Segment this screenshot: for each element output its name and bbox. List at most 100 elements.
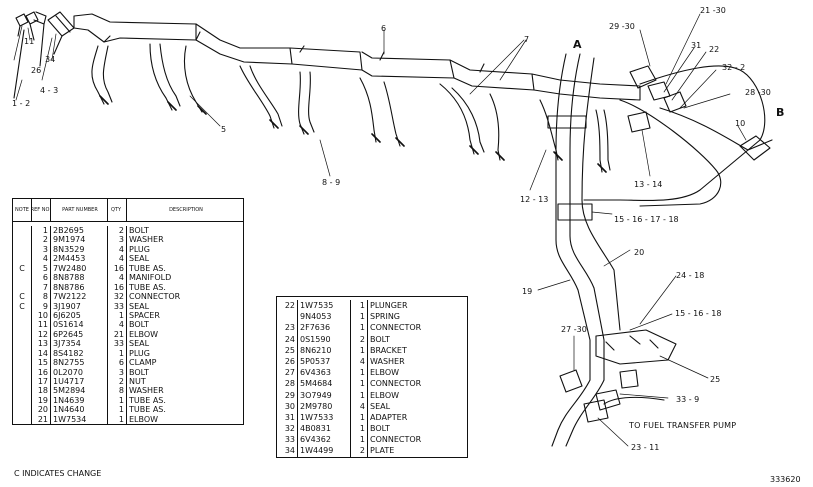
cell-qty: 16: [108, 282, 127, 293]
pump-fittings: [551, 369, 665, 447]
cell-description: SEAL: [129, 254, 150, 264]
cell-description: BRACKET: [370, 345, 407, 355]
header-ref-no: REF NO: [32, 199, 51, 221]
cell-part-number: 3J1907: [51, 301, 108, 311]
cell-part-number: 6P2645: [51, 329, 108, 340]
cell-note: C: [13, 263, 32, 274]
cell-description: WASHER: [129, 235, 164, 245]
cell-part-number: 1U4717: [51, 377, 108, 387]
cell-part-number: 8N3529: [51, 244, 108, 255]
cell-part-number: 1N4639: [51, 395, 108, 406]
cell-ref-no: 27: [277, 367, 298, 379]
cell-note: [13, 405, 32, 415]
cell-qty: 1: [108, 405, 127, 415]
cell-ref-no: 31: [277, 411, 298, 424]
cell-qty: 32: [108, 292, 127, 302]
header-part-number: PART NUMBER: [51, 199, 108, 221]
cell-qty: 1: [351, 344, 368, 356]
cell-ref-no: 22: [277, 300, 298, 312]
cell-part-number: 4B0831: [298, 423, 351, 435]
cell-qty: 33: [108, 301, 127, 311]
cell-part-number: 8N2755: [51, 358, 108, 368]
cell-note: [13, 226, 32, 236]
leader-lines: [13, 13, 747, 447]
cell-description: WASHER: [129, 386, 164, 396]
cell-qty: 2: [108, 377, 127, 387]
callout-4-3: 4 - 3: [40, 86, 59, 95]
callout-21-30: 21 -30: [700, 6, 726, 15]
cell-part-number: 5M2894: [51, 386, 108, 396]
supply-line-B: [583, 65, 773, 207]
cell-qty: 4: [108, 244, 127, 255]
cell-note: [13, 386, 32, 396]
cell-description: CLAMP: [129, 358, 157, 368]
cell-note: [13, 282, 32, 293]
cell-qty: 1: [351, 367, 368, 379]
cell-qty: 2: [351, 445, 368, 457]
cell-note: [13, 339, 32, 349]
cell-qty: 6: [108, 358, 127, 368]
cell-description: CONNECTOR: [370, 379, 422, 389]
cell-ref-no: 9: [32, 301, 51, 311]
cell-part-number: 1N4640: [51, 405, 108, 415]
parts-table-1-header: NOTE REF NO PART NUMBER QTY DESCRIPTION: [13, 199, 243, 222]
cell-note: [13, 348, 32, 359]
cell-ref-no: 32: [277, 423, 298, 435]
cell-qty: 21: [108, 329, 127, 340]
cell-part-number: 5P0537: [298, 355, 351, 368]
injector-nozzles: [99, 95, 607, 173]
callout-5: 5: [221, 125, 227, 134]
cell-note: C: [13, 301, 32, 311]
callout-10: 10: [735, 119, 746, 128]
cell-ref-no: 26: [277, 355, 298, 368]
header-note: NOTE: [13, 199, 32, 221]
cell-ref-no: 3: [32, 244, 51, 255]
cell-ref-no: 5: [32, 263, 51, 274]
cell-ref-no: 18: [32, 386, 51, 396]
cell-note: [13, 414, 32, 425]
cell-part-number: 3J7354: [51, 339, 108, 349]
callout-28-30: 28 -30: [745, 88, 771, 97]
cell-qty: 4: [108, 254, 127, 264]
cell-description: TUBE AS.: [129, 405, 166, 415]
cell-note: [13, 244, 32, 255]
cell-qty: 3: [108, 235, 127, 245]
cell-note: [13, 235, 32, 245]
callout-32-2: 32 - 2: [722, 63, 746, 72]
cell-ref-no: 34: [277, 445, 298, 457]
cell-qty: 1: [351, 378, 368, 390]
cell-part-number: 7W2480: [51, 263, 108, 274]
cell-description: CONNECTOR: [129, 292, 181, 302]
cell-qty: 4: [351, 355, 368, 368]
cell-qty: 4: [108, 320, 127, 330]
supply-line-A: [555, 53, 621, 381]
cell-note: [13, 320, 32, 330]
cell-qty: 1: [351, 300, 368, 312]
cell-note: [13, 367, 32, 377]
cell-part-number: 5M4684: [298, 378, 351, 390]
cell-ref-no: 7: [32, 282, 51, 293]
callout-23-11: 23 - 11: [631, 443, 660, 452]
cell-note: [13, 377, 32, 387]
cell-part-number: 1W7534: [51, 414, 108, 425]
cell-part-number: 2M9780: [298, 400, 351, 412]
parts-table-1: NOTE REF NO PART NUMBER QTY DESCRIPTION …: [12, 198, 244, 426]
cell-part-number: 8S4182: [51, 348, 108, 359]
left-bolt-assembly: [13, 11, 75, 99]
